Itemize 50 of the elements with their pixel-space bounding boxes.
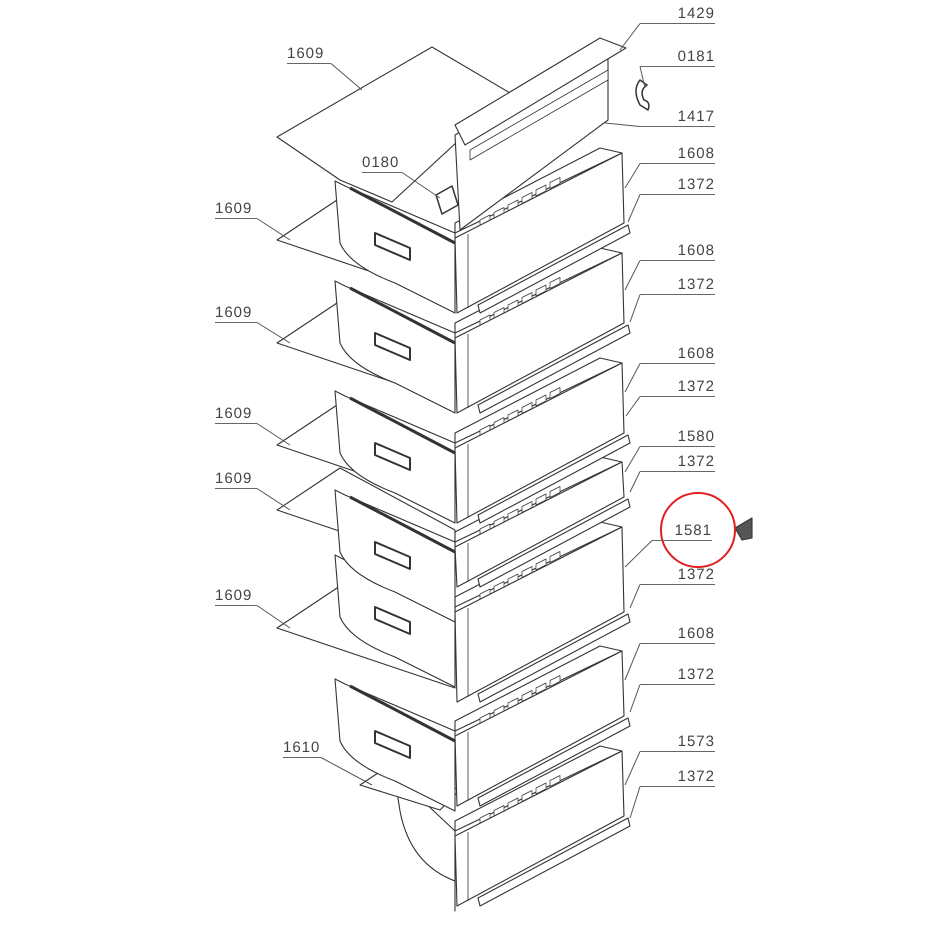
callout-number: 1609 (215, 304, 257, 323)
callout-number: 1372 (640, 176, 715, 195)
callout-number: 1372 (640, 666, 715, 685)
callout-number: 1608 (640, 242, 715, 261)
leader-line (402, 172, 440, 198)
callout-number: 0180 (362, 154, 402, 173)
leader-line (256, 488, 290, 510)
leader-line (624, 751, 640, 786)
leader-line (630, 471, 640, 492)
leader-line (624, 643, 640, 680)
leader-line (256, 322, 290, 344)
callout-number: 1580 (640, 428, 715, 447)
callout-number: 1609 (215, 200, 257, 219)
callout-number: 1372 (640, 378, 715, 397)
callout-number: 1581 (652, 522, 712, 541)
callout-number: 1608 (640, 145, 715, 164)
leader-line (620, 23, 640, 50)
callout-number: 1417 (640, 108, 715, 127)
leader-line (630, 584, 640, 608)
leader-line (624, 163, 640, 188)
leader-line (624, 446, 640, 472)
callout-number: 1429 (640, 5, 715, 24)
leader-line (604, 122, 640, 127)
callout-number: 1372 (640, 276, 715, 295)
leader-line (256, 605, 290, 628)
callout-number: 1573 (640, 733, 715, 752)
leader-line (624, 260, 640, 290)
callout-number: 1372 (640, 768, 715, 787)
callout-number: 1609 (215, 405, 257, 424)
leader-line (626, 396, 640, 416)
leader-line (256, 423, 290, 446)
leader-line (256, 218, 290, 240)
callout-number: 1609 (287, 45, 331, 64)
callout-number: 1608 (640, 345, 715, 364)
leader-line (624, 363, 640, 392)
leader-line (630, 684, 640, 712)
callout-number: 0181 (640, 48, 715, 67)
leader-line (320, 757, 372, 786)
leader-line (630, 786, 640, 818)
leader-line (630, 294, 640, 322)
callout-number: 1372 (640, 566, 715, 585)
leader-line (330, 63, 362, 90)
callout-number: 1608 (640, 625, 715, 644)
callout-number: 1372 (640, 453, 715, 472)
leader-line (624, 540, 652, 568)
leader-line (640, 66, 646, 88)
leader-line (628, 194, 640, 222)
callout-number: 1609 (215, 470, 257, 489)
callout-number: 1610 (283, 739, 321, 758)
callout-number: 1609 (215, 587, 257, 606)
